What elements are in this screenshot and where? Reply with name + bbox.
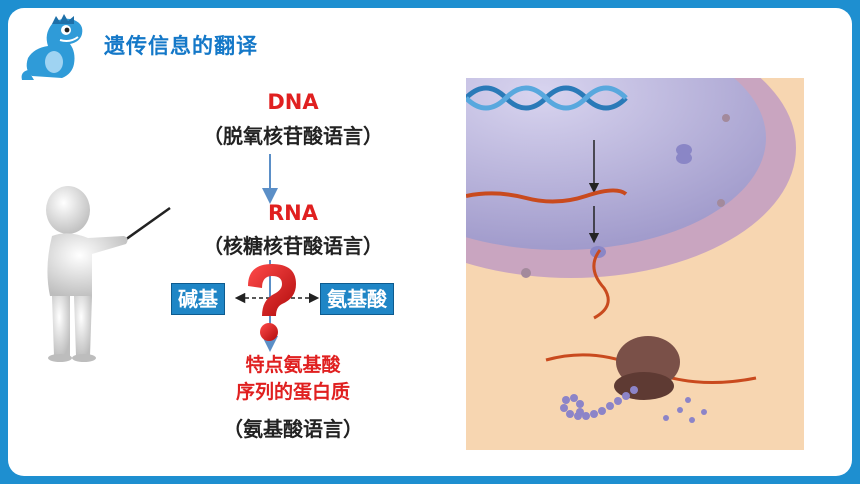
dna-label: DNA xyxy=(267,90,319,114)
protein-line-2: 序列的蛋白质 xyxy=(235,381,350,403)
slide-title: 遗传信息的翻译 xyxy=(104,34,258,58)
translation-illustration xyxy=(466,78,804,450)
amino-acid-language: （氨基酸语言） xyxy=(223,417,363,441)
presenter-figure-icon xyxy=(46,186,171,362)
amino-acid-tag: 氨基酸 xyxy=(320,283,394,315)
rna-label: RNA xyxy=(268,201,318,225)
question-mark-icon xyxy=(248,264,296,341)
rna-subtitle: （核糖核苷酸语言） xyxy=(203,234,383,258)
dinosaur-mascot-icon xyxy=(21,14,83,80)
base-tag: 碱基 xyxy=(171,283,225,315)
protein-line-1: 特点氨基酸 xyxy=(245,354,341,376)
dna-subtitle: （脱氧核苷酸语言） xyxy=(203,124,383,148)
slide: 遗传信息的翻译 DNA （脱氧核苷酸语 xyxy=(8,8,852,476)
